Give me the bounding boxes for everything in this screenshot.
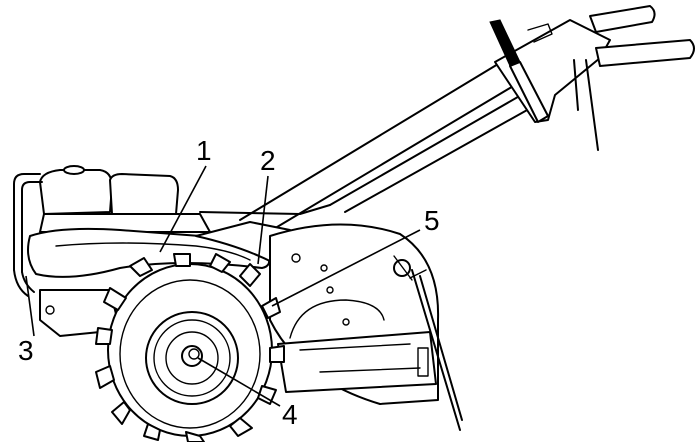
- callout-label-5: 5: [424, 205, 440, 236]
- leader-line-1: [159, 165, 207, 253]
- leader-line-4: [197, 357, 281, 407]
- callout-label-4: 4: [282, 399, 298, 430]
- callouts: 1 2 3 4 5: [18, 135, 440, 430]
- handlebar-assembly: [239, 5, 695, 237]
- tine-hood: [27, 227, 271, 278]
- leader-line-2: [257, 175, 269, 265]
- leader-line-3: [25, 275, 35, 337]
- frame: [27, 204, 331, 337]
- callout-label-2: 2: [260, 145, 276, 176]
- callout-label-1: 1: [196, 135, 212, 166]
- wheel: [95, 253, 285, 442]
- callout-label-3: 3: [18, 335, 34, 366]
- engine: [13, 165, 211, 297]
- tine-housing: [269, 223, 463, 431]
- leader-line-5: [271, 229, 421, 307]
